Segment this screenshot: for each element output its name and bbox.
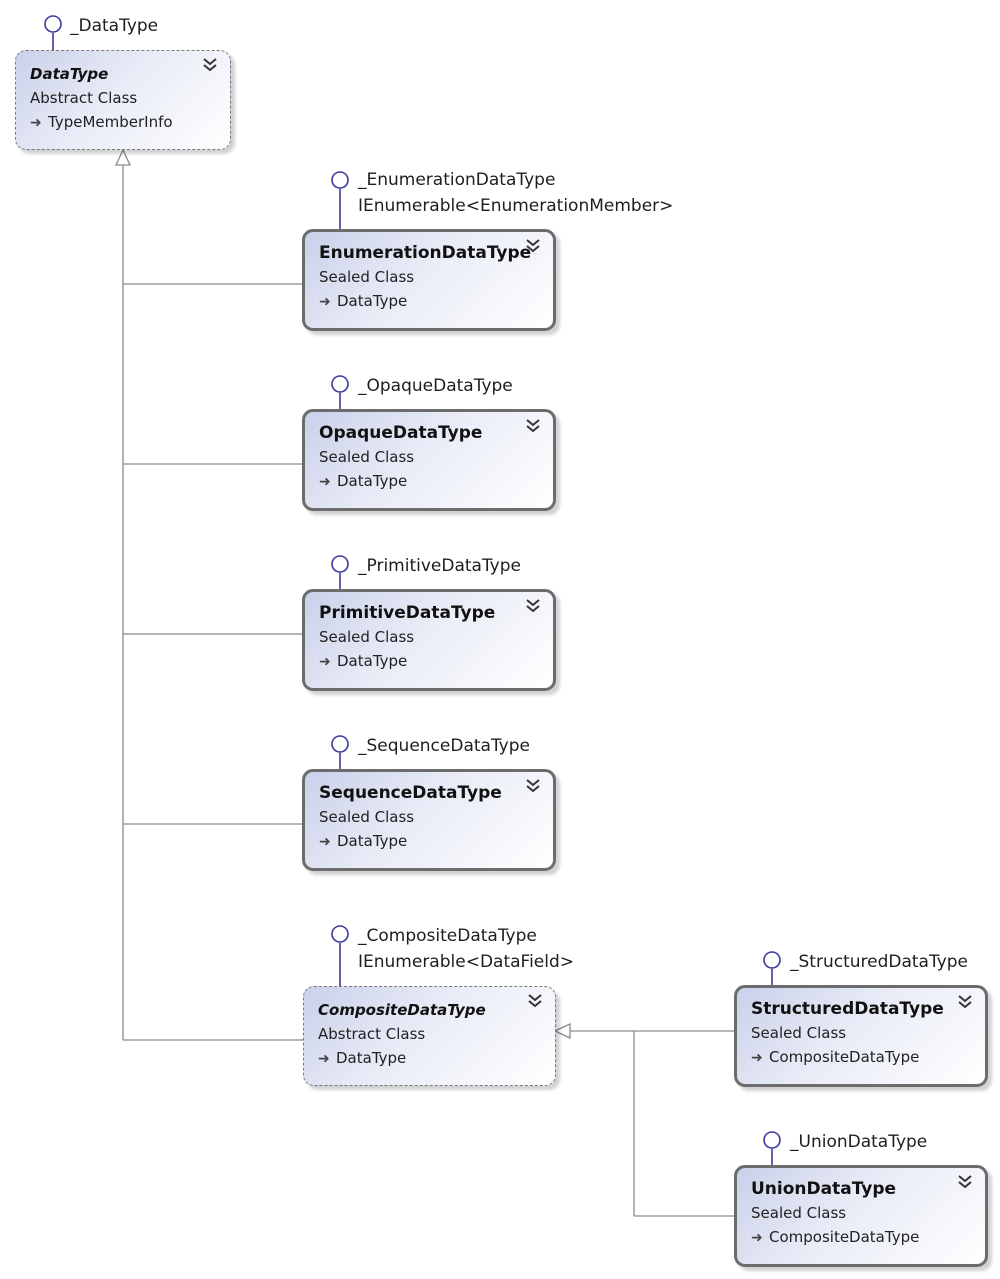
class-name: PrimitiveDataType [319,603,496,623]
base-type: DataType [336,1049,407,1067]
collapse-chevron-icon[interactable] [957,1174,973,1190]
datatype-arrowhead [114,148,132,166]
class-node-opaque[interactable]: OpaqueDataType Sealed Class ➜ DataType [302,409,556,511]
inherits-arrow-icon: ➜ [751,1230,763,1246]
base-type: DataType [337,832,408,850]
collapse-chevron-icon[interactable] [202,57,218,73]
interface-name: _DataType [70,16,159,36]
lollipop-enumeration [331,171,349,230]
interface-name: _SequenceDataType [358,736,530,756]
inherits-arrow-icon: ➜ [319,834,331,850]
collapse-chevron-icon[interactable] [525,778,541,794]
class-base: ➜ TypeMemberInfo [30,110,216,134]
inherits-arrow-icon: ➜ [30,115,42,131]
interface-label-structured: _StructuredDataType [790,949,968,975]
collapse-chevron-icon[interactable] [525,418,541,434]
interface-label-composite: _CompositeDataType IEnumerable<DataField… [358,923,574,975]
collapse-chevron-icon[interactable] [527,993,543,1009]
class-name: StructuredDataType [751,999,944,1019]
inheritance-arrowheads [114,148,571,1040]
inherits-arrow-icon: ➜ [319,474,331,490]
class-kind: Sealed Class [319,448,415,466]
interface-lollipops [44,15,781,1167]
class-kind: Abstract Class [30,89,138,107]
class-base: ➜ DataType [319,829,539,853]
class-base: ➜ DataType [319,649,539,673]
inherits-arrow-icon: ➜ [319,654,331,670]
lollipop-union [763,1131,781,1167]
collapse-chevron-icon[interactable] [525,598,541,614]
class-base: ➜ DataType [319,469,539,493]
interface-name: _EnumerationDataType [358,170,556,190]
collapse-chevron-icon[interactable] [957,994,973,1010]
interface-label-primitive: _PrimitiveDataType [358,553,521,579]
class-base: ➜ DataType [319,289,539,313]
interface-name-secondary: IEnumerable<DataField> [358,952,575,972]
class-node-enumeration[interactable]: EnumerationDataType Sealed Class ➜ DataTy… [302,229,556,331]
lollipop-structured [763,951,781,987]
class-node-datatype[interactable]: DataType Abstract Class ➜ TypeMemberInfo [15,50,231,150]
class-base: ➜ DataType [318,1046,541,1070]
class-kind: Sealed Class [319,808,415,826]
inheritance-lines [122,165,736,1217]
class-name: SequenceDataType [319,783,502,803]
base-type: DataType [337,472,408,490]
interface-label-opaque: _OpaqueDataType [358,373,513,399]
class-node-sequence[interactable]: SequenceDataType Sealed Class ➜ DataType [302,769,556,871]
interface-name: _PrimitiveDataType [358,556,521,576]
class-base: ➜ CompositeDataType [751,1225,971,1249]
interface-label-enumeration: _EnumerationDataType IEnumerable<Enumera… [358,167,673,219]
lollipop-datatype [44,15,62,51]
interface-name: _OpaqueDataType [358,376,513,396]
class-name: UnionDataType [751,1179,897,1199]
class-kind: Sealed Class [319,628,415,646]
inherits-arrow-icon: ➜ [318,1051,330,1067]
class-name: OpaqueDataType [319,423,483,443]
base-type: DataType [337,652,408,670]
lollipop-opaque [331,375,349,410]
interface-label-union: _UnionDataType [790,1129,927,1155]
interface-name: _CompositeDataType [358,926,537,946]
base-type: CompositeDataType [769,1228,920,1246]
class-kind: Sealed Class [751,1024,847,1042]
composite-arrowhead [553,1022,571,1040]
base-type: TypeMemberInfo [48,113,173,131]
class-node-composite[interactable]: CompositeDataType Abstract Class ➜ DataTy… [303,986,556,1086]
class-node-primitive[interactable]: PrimitiveDataType Sealed Class ➜ DataType [302,589,556,691]
class-kind: Sealed Class [751,1204,847,1222]
interface-name: _StructuredDataType [790,952,969,972]
lollipop-sequence [331,735,349,770]
class-node-union[interactable]: UnionDataType Sealed Class ➜ CompositeDat… [734,1165,988,1267]
interface-name-secondary: IEnumerable<EnumerationMember> [358,196,674,216]
interface-label-datatype: _DataType [70,13,158,39]
lollipop-primitive [331,555,349,590]
class-name: EnumerationDataType [319,243,532,263]
collapse-chevron-icon[interactable] [525,238,541,254]
inherits-arrow-icon: ➜ [319,294,331,310]
class-kind: Abstract Class [318,1025,426,1043]
class-name: CompositeDataType [318,1001,486,1019]
interface-name: _UnionDataType [790,1132,928,1152]
base-type: DataType [337,292,408,310]
lollipop-composite [331,925,349,987]
class-node-structured[interactable]: StructuredDataType Sealed Class ➜ Composi… [734,985,988,1087]
class-base: ➜ CompositeDataType [751,1045,971,1069]
inherits-arrow-icon: ➜ [751,1050,763,1066]
interface-label-sequence: _SequenceDataType [358,733,530,759]
class-kind: Sealed Class [319,268,415,286]
class-name: DataType [30,65,109,83]
base-type: CompositeDataType [769,1048,920,1066]
